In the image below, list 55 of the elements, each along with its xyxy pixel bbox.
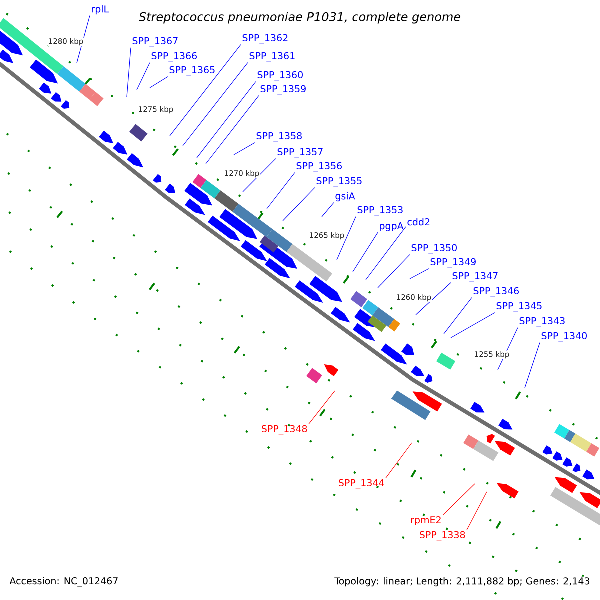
leader-line: [126, 48, 132, 98]
leader-line: [466, 492, 488, 530]
leader-line: [416, 282, 452, 316]
gene-label: SPP_1362: [242, 34, 288, 44]
gene-label: rpmE2: [411, 516, 441, 526]
leader-line: [182, 62, 248, 146]
gene-label: SPP_1346: [474, 287, 519, 297]
gene-label: rplL: [92, 5, 110, 15]
leader-line: [242, 158, 276, 192]
gene-label: SPP_1344: [339, 479, 384, 489]
accession-text: Accession: NC_012467: [9, 576, 120, 588]
leader-line: [352, 232, 378, 272]
leader-line: [524, 342, 540, 388]
leader-line: [170, 44, 242, 136]
gene-label: SPP_1361: [250, 52, 295, 62]
leader-line: [450, 312, 496, 338]
gene-label: SPP_1356: [296, 162, 342, 172]
gene-label: SPP_1353: [358, 206, 403, 216]
genome-info-text: Topology: linear; Length: 2,111,882 bp; Genes: 2,143: [334, 576, 591, 588]
gene-label: SPP_1343: [520, 317, 565, 327]
gene-label: SPP_1350: [412, 244, 457, 254]
leader-line: [196, 82, 256, 158]
gene-label: SPP_1355: [316, 177, 362, 187]
gene-label: cdd2: [408, 218, 430, 226]
gene-label: SPP_1367: [132, 37, 178, 47]
leader-line: [444, 298, 472, 334]
leader-line: [442, 484, 476, 516]
gene-label: SPP_1345: [496, 302, 542, 312]
leader-line: [322, 202, 334, 218]
gene-label: SPP_1360: [258, 71, 303, 81]
leader-line: [378, 254, 410, 288]
leader-line: [150, 76, 168, 88]
gene-label: pgpA: [380, 222, 404, 232]
gene-label: SPP_1357: [278, 148, 323, 158]
gene-label: SPP_1347: [452, 272, 498, 282]
gene-label: gsiA: [336, 192, 356, 202]
leader-line: [136, 62, 150, 90]
leader-line: [336, 216, 356, 260]
leader-line: [366, 226, 406, 280]
leader-line: [234, 142, 256, 156]
gene-label: SPP_1366: [152, 52, 197, 62]
gene-label: SPP_1358: [256, 132, 302, 142]
gene-label: SPP_1359: [260, 85, 306, 95]
title: Streptococcus pneumoniae P1031, complete genome: [139, 12, 461, 24]
leader-line: [386, 442, 412, 478]
leader-line: [308, 390, 336, 424]
gene-label: SPP_1349: [430, 258, 476, 268]
leader-line: [206, 96, 260, 164]
gene-label: SPP_1348: [262, 425, 308, 435]
gene-label: SPP_1365: [170, 66, 215, 76]
gene-label: SPP_1340: [542, 332, 587, 342]
leader-line: [266, 172, 296, 210]
leader-line: [410, 268, 430, 280]
gene-label: SPP_1338: [420, 531, 466, 541]
leader-line: [282, 188, 316, 222]
